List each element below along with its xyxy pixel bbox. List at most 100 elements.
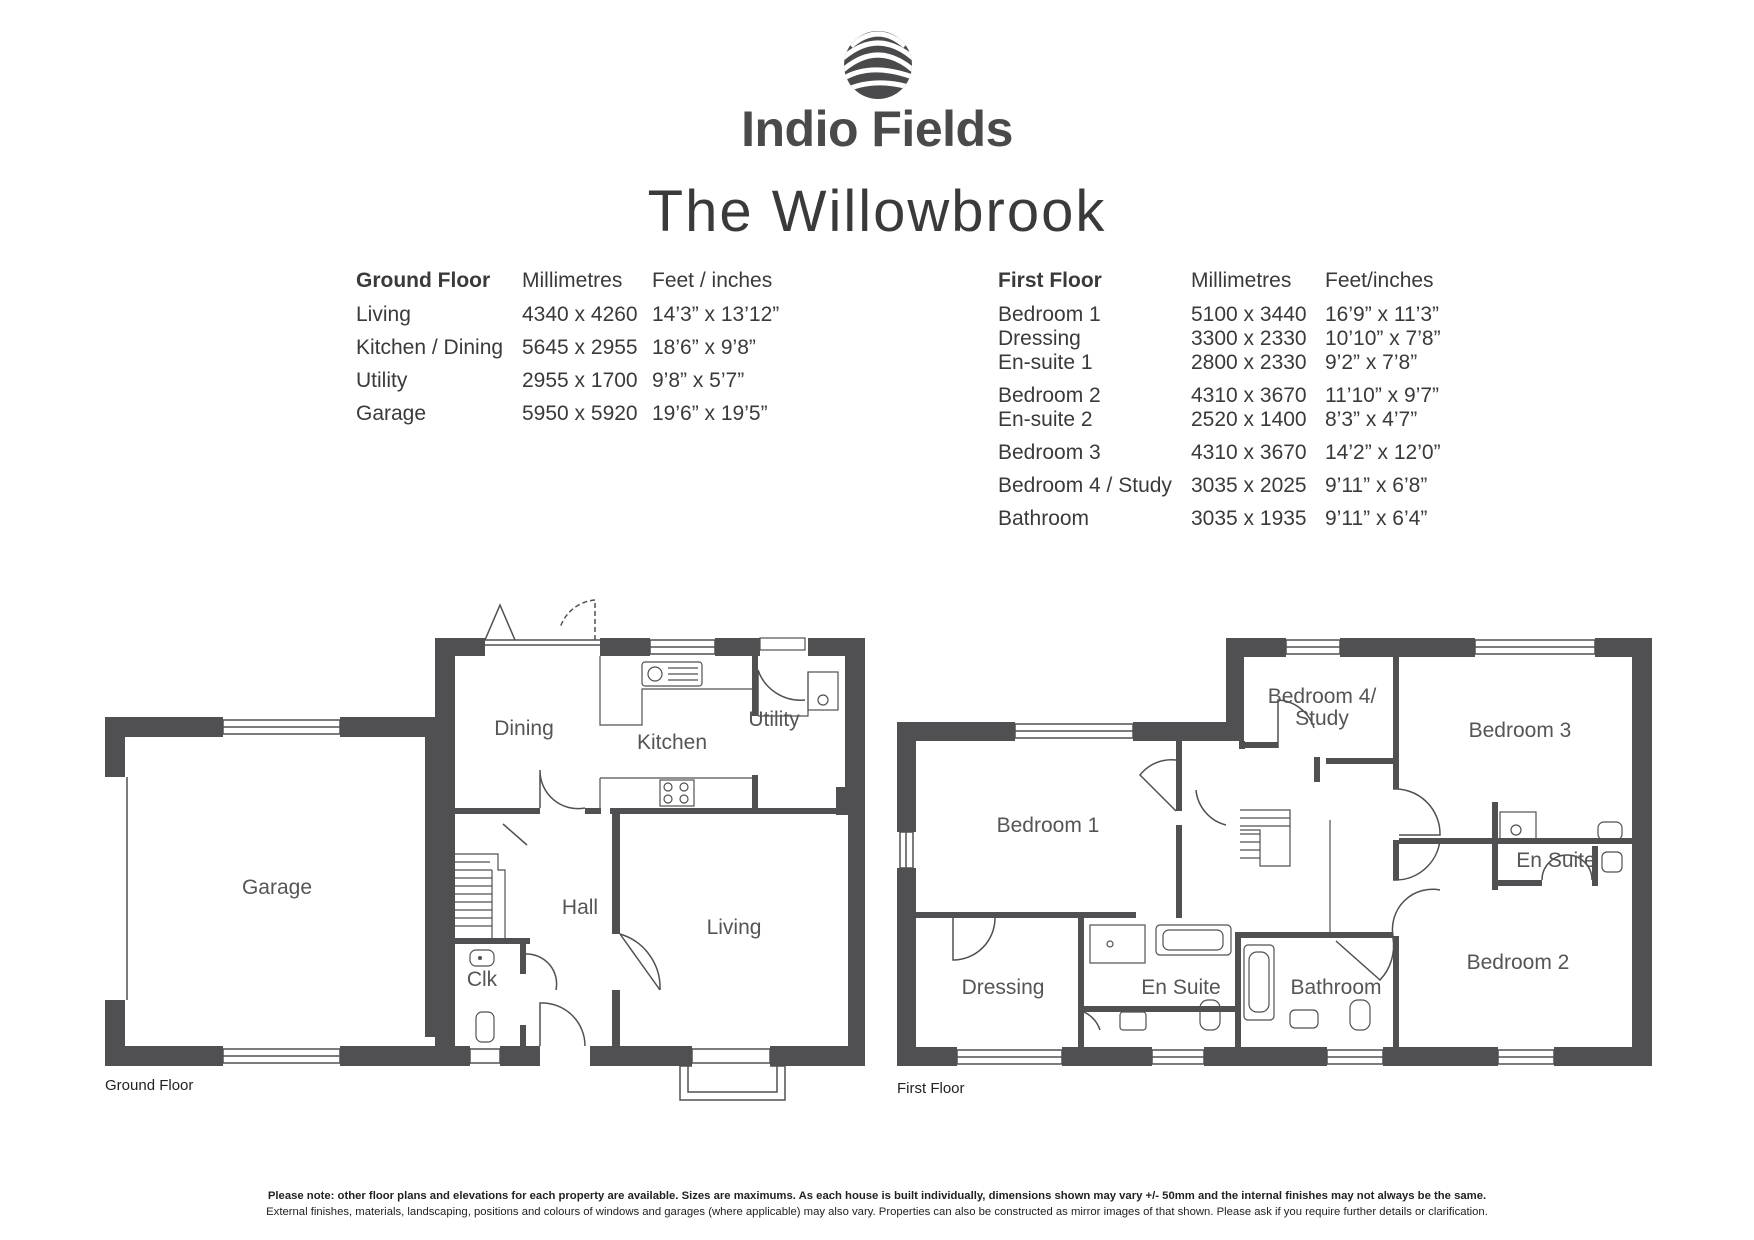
room-mm: 2800 x 2330 <box>1191 351 1307 374</box>
first-floor-windows <box>899 639 1596 1065</box>
room-name: Bedroom 4 / Study <box>998 474 1172 497</box>
room-name: Garage <box>356 402 427 425</box>
room-mm: 5645 x 2955 <box>522 336 638 359</box>
first-floor-external-walls <box>897 638 1652 1066</box>
room-mm: 3035 x 2025 <box>1191 474 1307 497</box>
room-name: Bedroom 3 <box>998 441 1101 464</box>
ground-floor-fixtures <box>455 637 839 1043</box>
room-label-bedroom4-line2: Study <box>1295 707 1349 730</box>
column-header-ft: Feet/inches <box>1325 269 1434 292</box>
bath-icon <box>1155 924 1232 956</box>
room-name: Bathroom <box>998 507 1090 530</box>
first-floor-plan <box>897 638 1652 1066</box>
column-header-mm: Millimetres <box>1191 269 1292 292</box>
room-mm: 5100 x 3440 <box>1191 303 1307 326</box>
room-ft: 9’2” x 7’8” <box>1325 351 1418 374</box>
wc-icon <box>1349 999 1371 1031</box>
disclaimer-line-2: External finishes, materials, landscapin… <box>266 1206 1488 1218</box>
room-ft: 9’11” x 6’8” <box>1325 474 1428 497</box>
disclaimer-line-1: Please note: other floor plans and eleva… <box>267 1190 1487 1202</box>
room-label-bedroom3: Bedroom 3 <box>1469 719 1572 742</box>
table-row: Utility 2955 x 1700 9’8” x 5’7” <box>356 369 779 402</box>
wc-icon <box>1597 821 1623 841</box>
table-row: Kitchen / Dining 5645 x 2955 18’6” x 9’8… <box>356 336 779 369</box>
room-ft: 14’2” x 12’0” <box>1325 441 1441 464</box>
room-label-ensuite2: En Suite <box>1516 849 1595 872</box>
table-header: Ground Floor Millimetres Feet / inches <box>356 269 779 303</box>
basin-icon <box>1119 1011 1147 1031</box>
table-row: Bathroom 3035 x 1935 9’11” x 6’4” <box>998 507 1441 540</box>
table-row: Living 4340 x 4260 14’3” x 13’12” <box>356 303 779 336</box>
room-mm: 3300 x 2330 <box>1191 327 1307 350</box>
room-mm: 3035 x 1935 <box>1191 507 1307 530</box>
room-name: En-suite 2 <box>998 408 1093 431</box>
table-row: En-suite 2 2520 x 1400 8’3” x 4’7” <box>998 408 1441 441</box>
table-row: Garage 5950 x 5920 19’6” x 19’5” <box>356 402 779 435</box>
wc-icon <box>475 1011 495 1043</box>
first-floor-dimensions-table: First Floor Millimetres Feet/inches Bedr… <box>998 269 1441 540</box>
table-header: First Floor Millimetres Feet/inches <box>998 269 1441 303</box>
room-name: Bedroom 2 <box>998 384 1101 407</box>
room-name: Utility <box>356 369 408 392</box>
utility-sink-icon <box>807 671 839 711</box>
room-ft: 10’10” x 7’8” <box>1325 327 1441 350</box>
room-mm: 5950 x 5920 <box>522 402 638 425</box>
table-row: Bedroom 3 4310 x 3670 14’2” x 12’0” <box>998 441 1441 474</box>
room-name: Kitchen / Dining <box>356 336 504 359</box>
table-row: En-suite 1 2800 x 2330 9’2” x 7’8” <box>998 351 1441 384</box>
column-header-mm: Millimetres <box>522 269 623 292</box>
ground-floor-windows <box>126 639 786 1101</box>
room-ft: 14’3” x 13’12” <box>652 303 780 326</box>
shower-tray-icon <box>1499 811 1537 843</box>
room-name: En-suite 1 <box>998 351 1093 374</box>
wc-icon <box>1199 999 1221 1031</box>
table-heading: First Floor <box>998 269 1102 292</box>
house-name: The Willowbrook <box>647 179 1107 244</box>
ground-floor-internal-walls <box>455 656 850 1046</box>
basin-icon <box>1289 1009 1319 1029</box>
first-floor-plan-label: First Floor <box>897 1080 965 1097</box>
room-label-dressing: Dressing <box>962 976 1045 999</box>
room-mm: 4310 x 3670 <box>1191 441 1307 464</box>
room-label-ensuite1: En Suite <box>1141 976 1220 999</box>
first-floor-fixtures <box>1089 809 1623 1031</box>
room-ft: 9’8” x 5’7” <box>652 369 745 392</box>
room-label-hall: Hall <box>562 896 598 919</box>
room-label-kitchen: Kitchen <box>637 731 707 754</box>
table-row: Bedroom 2 4310 x 3670 11’10” x 9’7” <box>998 384 1441 408</box>
sink-bowl-icon <box>647 666 663 682</box>
room-label-clk: Clk <box>467 968 498 991</box>
first-floor-doors <box>952 699 1593 1031</box>
basin-icon <box>469 949 495 967</box>
ground-floor-external-walls <box>105 638 865 1066</box>
room-ft: 16’9” x 11’3” <box>1325 303 1440 326</box>
shower-tray-icon <box>1089 924 1146 964</box>
room-ft: 9’11” x 6’4” <box>1325 507 1428 530</box>
hob-icon <box>659 779 695 807</box>
room-mm: 2520 x 1400 <box>1191 408 1307 431</box>
room-label-living: Living <box>707 916 762 939</box>
room-ft: 18’6” x 9’8” <box>652 336 756 359</box>
room-label-garage: Garage <box>242 876 312 899</box>
brand-name: Indio Fields <box>741 101 1013 157</box>
room-label-bathroom: Bathroom <box>1290 976 1381 999</box>
room-label-bedroom1: Bedroom 1 <box>997 814 1100 837</box>
ground-floor-doors <box>484 599 806 1047</box>
table-row: Bedroom 1 5100 x 3440 16’9” x 11’3” <box>998 303 1441 327</box>
sink-tap-icon <box>478 956 482 960</box>
room-name: Bedroom 1 <box>998 303 1101 326</box>
room-mm: 4310 x 3670 <box>1191 384 1307 407</box>
room-label-utility: Utility <box>748 708 800 731</box>
room-mm: 4340 x 4260 <box>522 303 638 326</box>
room-ft: 19’6” x 19’5” <box>652 402 768 425</box>
room-name: Dressing <box>998 327 1081 350</box>
room-label-bedroom4-line1: Bedroom 4/ <box>1268 685 1377 708</box>
ground-floor-dimensions-table: Ground Floor Millimetres Feet / inches L… <box>356 269 779 435</box>
room-name: Living <box>356 303 411 326</box>
bath-icon <box>1243 944 1275 1021</box>
rolling-fields-logo-icon <box>844 31 912 99</box>
ground-floor-plan <box>105 599 865 1101</box>
room-label-dining: Dining <box>494 717 554 740</box>
column-header-ft: Feet / inches <box>652 269 773 292</box>
first-floor-internal-walls <box>916 657 1632 1066</box>
